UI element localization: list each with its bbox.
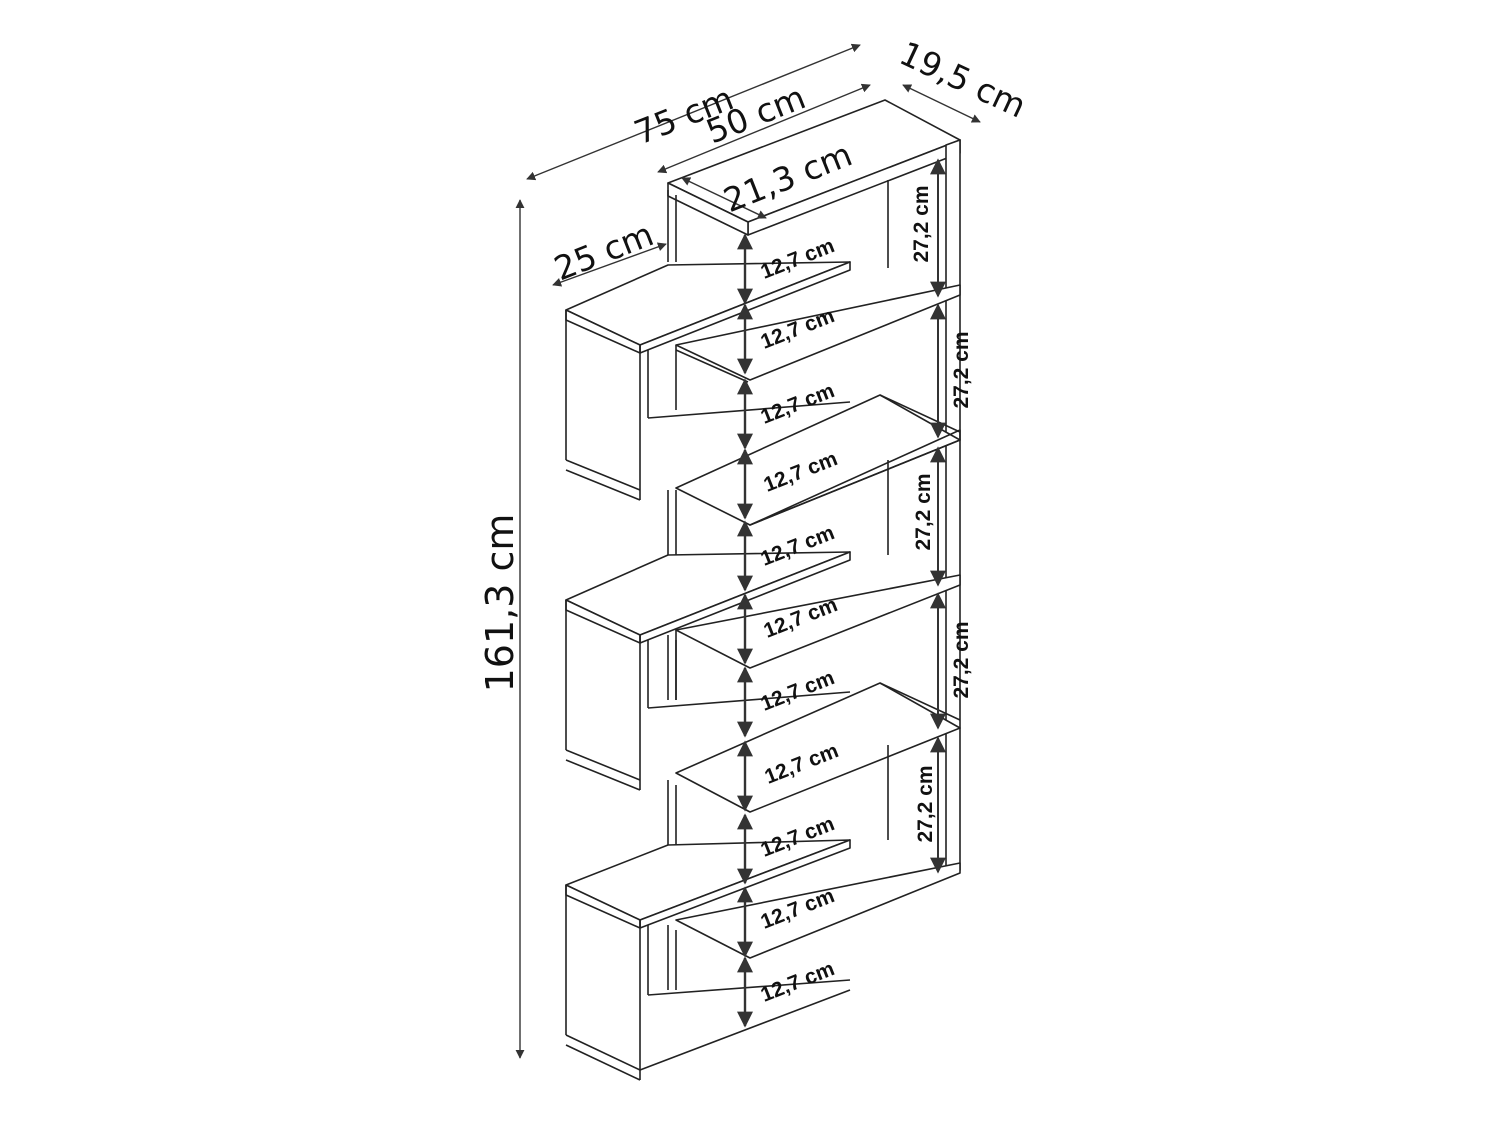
compartment-label: 27,2 cm [914,765,937,842]
total-height-label: 161,3 cm [478,514,522,693]
upper-width-arrow [657,83,871,174]
left-box-3 [565,839,851,1081]
depth-label: 19,5 cm [894,34,1032,126]
depth-arrow [902,84,981,123]
compartment-height-labels: 27,2 cm 27,2 cm 27,2 cm 27,2 cm 27,2 cm [910,185,973,842]
compartment-label: 27,2 cm [950,621,973,698]
compartment-label: 27,2 cm [910,185,933,262]
compartment-label: 27,2 cm [950,331,973,408]
compartment-label: 27,2 cm [912,473,935,550]
side-width-arrow [552,242,667,287]
center-column [667,190,677,990]
right-upright [945,139,961,877]
dimension-lines [515,43,981,1059]
inner-depth-arrow [681,177,767,219]
